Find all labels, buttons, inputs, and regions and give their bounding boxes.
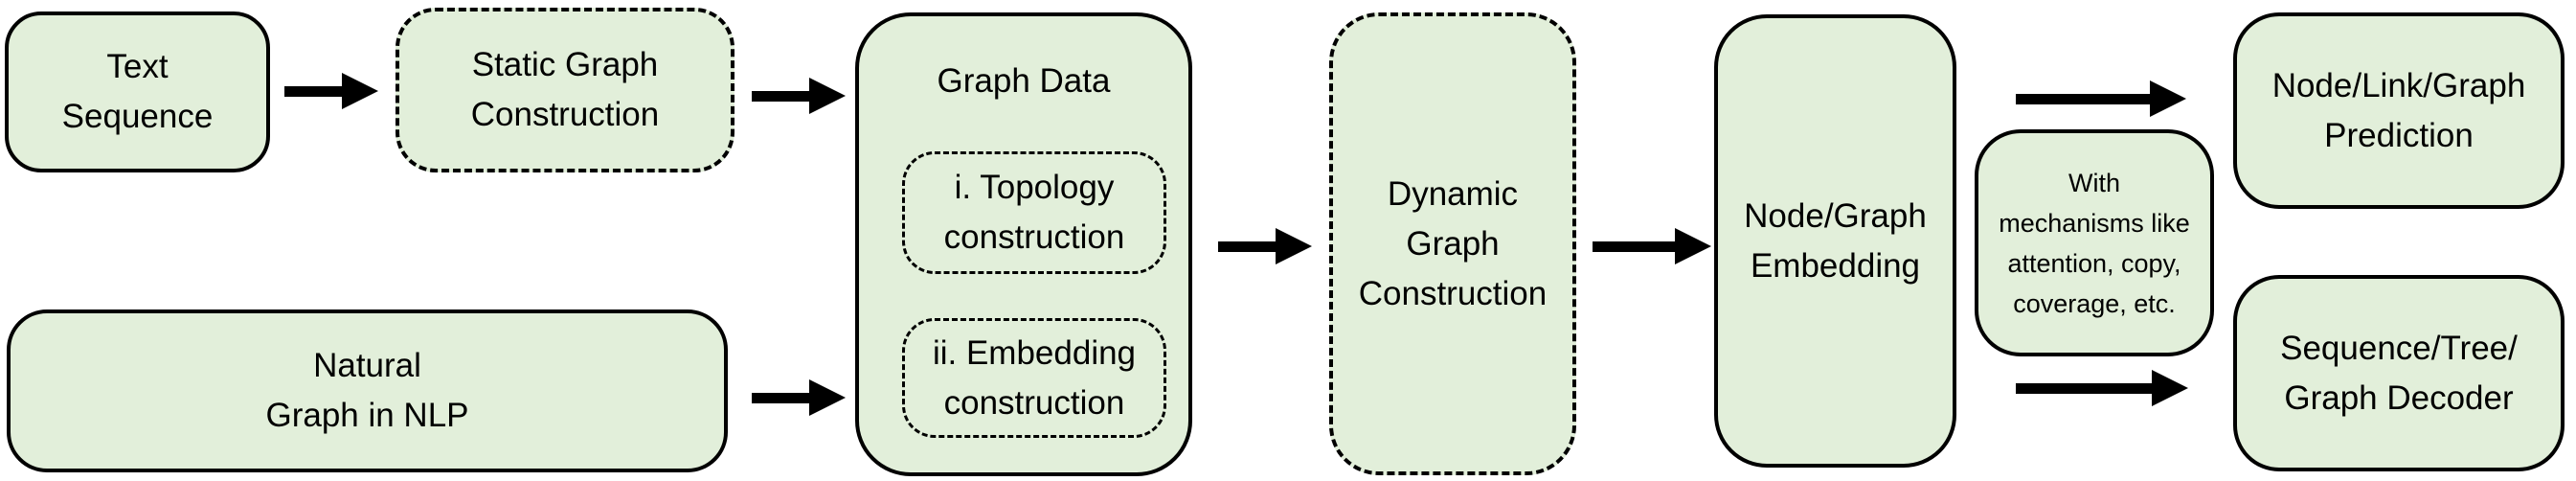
prediction-line1: Node/Link/Graph [2271, 66, 2526, 104]
embedding-construction-node: ii. Embedding construction [902, 318, 1166, 438]
embedding-construction-label: ii. Embedding construction [933, 329, 1136, 428]
arrow-node-embedding-to-decoder [2016, 370, 2188, 406]
graph-data-node: Graph Data i. Topology construction ii. … [855, 12, 1192, 476]
static-graph-line2: Construction [470, 96, 660, 133]
arrow-head [1675, 228, 1711, 264]
with-mechanisms-line1: With [2068, 168, 2120, 197]
graph-data-title: Graph Data [938, 57, 1111, 106]
arrow-head [1276, 228, 1312, 264]
text-sequence-line1: Text [106, 48, 169, 85]
arrow-head [809, 78, 846, 114]
arrow-head [2150, 80, 2186, 117]
topology-construction-node: i. Topology construction [902, 151, 1166, 274]
node-embedding-line1: Node/Graph [1744, 196, 1927, 235]
arrow-head [809, 379, 846, 416]
topology-construction-label: i. Topology construction [944, 163, 1125, 263]
graph-data-title-text: Graph Data [937, 62, 1111, 100]
arrow-head [2152, 370, 2188, 406]
sequence-tree-graph-decoder-node: Sequence/Tree/ Graph Decoder [2233, 275, 2565, 471]
text-sequence-label: Text Sequence [62, 42, 214, 142]
dynamic-graph-line1: Dynamic [1387, 174, 1519, 213]
dynamic-graph-line3: Construction [1358, 274, 1548, 312]
natural-graph-line2: Graph in NLP [265, 397, 469, 434]
static-graph-line1: Static Graph [471, 46, 659, 83]
with-mechanisms-line4: coverage, etc. [2013, 288, 2176, 318]
node-graph-embedding-node: Node/Graph Embedding [1714, 14, 1956, 468]
with-mechanisms-note: With mechanisms like attention, copy, co… [1975, 129, 2214, 356]
node-link-graph-prediction-label: Node/Link/Graph Prediction [2272, 61, 2526, 161]
arrow-shaft [752, 392, 809, 403]
arrow-shaft [2016, 93, 2150, 104]
topology-line2: construction [943, 218, 1125, 256]
arrow-shaft [752, 90, 809, 102]
with-mechanisms-line2: mechanisms like [1999, 208, 2190, 238]
arrow-text-sequence-to-static-graph [284, 73, 378, 109]
text-sequence-line2: Sequence [61, 98, 214, 135]
arrow-shaft [284, 85, 342, 97]
topology-line1: i. Topology [954, 169, 1115, 206]
arrow-node-embedding-to-prediction [2016, 80, 2186, 117]
natural-graph-label: Natural Graph in NLP [265, 341, 468, 441]
dynamic-graph-line2: Graph [1406, 224, 1500, 263]
decoder-line1: Sequence/Tree/ [2280, 329, 2518, 367]
sequence-tree-graph-decoder-label: Sequence/Tree/ Graph Decoder [2280, 324, 2518, 424]
arrow-head [342, 73, 378, 109]
natural-graph-node: Natural Graph in NLP [7, 309, 728, 472]
dynamic-graph-construction-label: Dynamic Graph Construction [1359, 170, 1547, 319]
node-link-graph-prediction-node: Node/Link/Graph Prediction [2233, 12, 2565, 209]
arrow-shaft [2016, 382, 2152, 394]
arrow-shaft [1593, 240, 1675, 252]
node-embedding-line2: Embedding [1750, 246, 1921, 285]
arrow-natural-graph-to-graph-data [752, 379, 846, 416]
with-mechanisms-line3: attention, copy, [2007, 248, 2181, 278]
with-mechanisms-label: With mechanisms like attention, copy, co… [1999, 163, 2190, 324]
text-sequence-node: Text Sequence [5, 11, 270, 172]
embedding-line1: ii. Embedding [932, 333, 1137, 372]
prediction-line2: Prediction [2324, 116, 2474, 154]
static-graph-construction-label: Static Graph Construction [471, 40, 659, 140]
natural-graph-line1: Natural [313, 347, 421, 384]
decoder-line2: Graph Decoder [2284, 378, 2514, 417]
arrow-static-graph-to-graph-data [752, 78, 846, 114]
dynamic-graph-construction-node: Dynamic Graph Construction [1329, 12, 1576, 475]
static-graph-construction-node: Static Graph Construction [395, 8, 734, 172]
node-graph-embedding-label: Node/Graph Embedding [1744, 192, 1927, 291]
arrow-dynamic-graph-to-node-embedding [1593, 228, 1711, 264]
arrow-shaft [1218, 240, 1276, 252]
arrow-graph-data-to-dynamic-graph [1218, 228, 1312, 264]
embedding-line2: construction [943, 383, 1125, 422]
